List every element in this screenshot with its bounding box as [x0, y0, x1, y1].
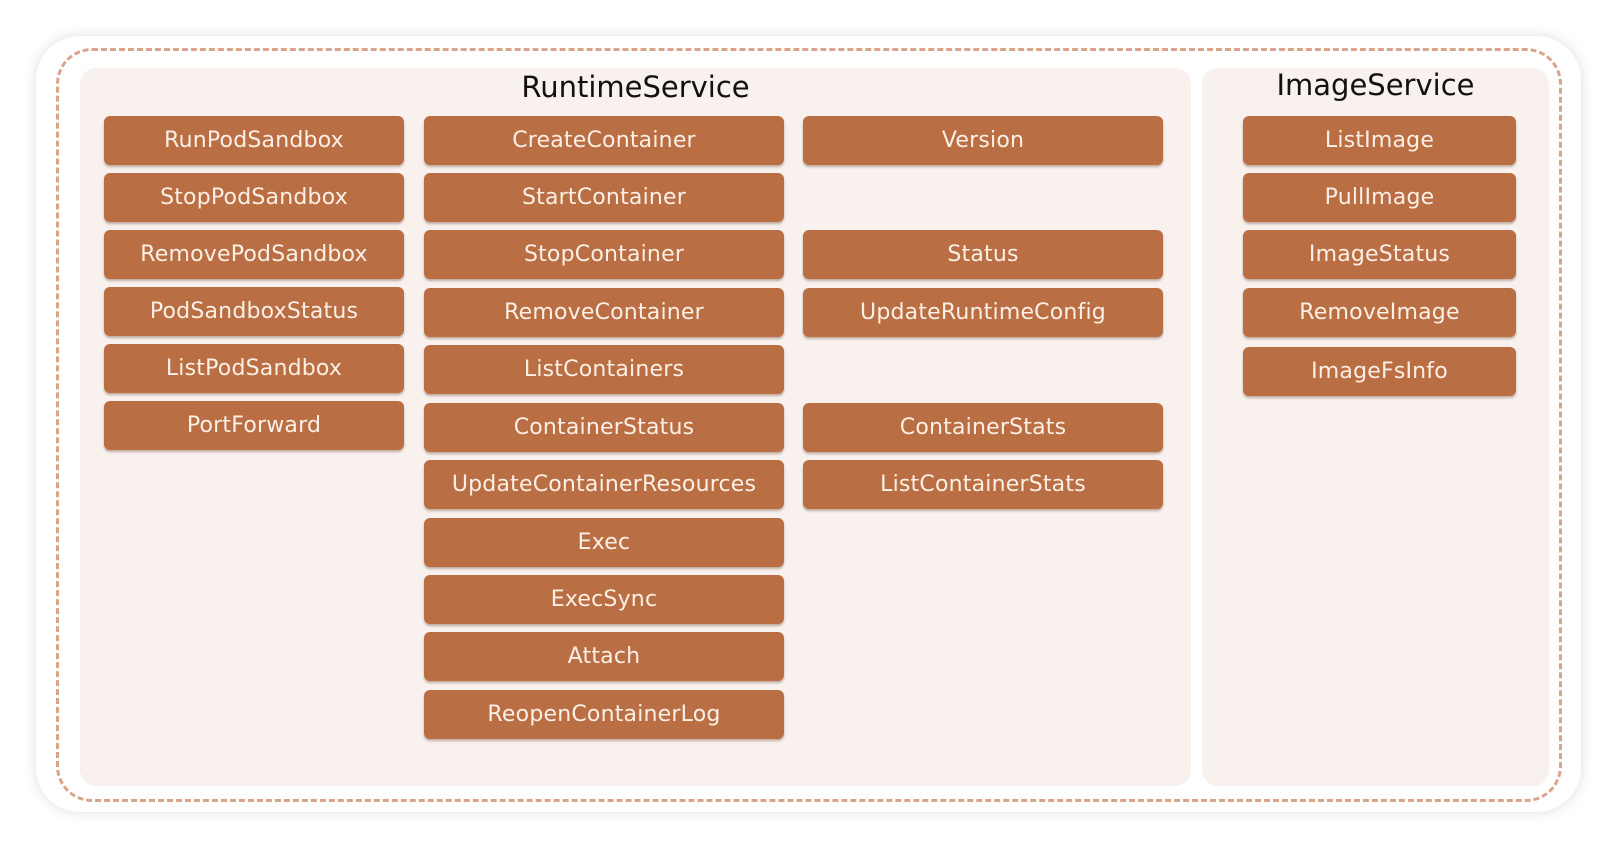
method-create-container: CreateContainer	[424, 116, 784, 165]
method-version: Version	[803, 116, 1163, 165]
method-list-container-stats: ListContainerStats	[803, 460, 1163, 509]
method-remove-container: RemoveContainer	[424, 288, 784, 337]
method-run-pod-sandbox: RunPodSandbox	[104, 116, 404, 165]
image-service-title: ImageService	[1276, 68, 1475, 102]
method-reopen-container-log: ReopenContainerLog	[424, 690, 784, 739]
method-remove-image: RemoveImage	[1243, 288, 1516, 337]
method-image-fs-info: ImageFsInfo	[1243, 347, 1516, 396]
method-remove-pod-sandbox: RemovePodSandbox	[104, 230, 404, 279]
method-list-image: ListImage	[1243, 116, 1516, 165]
method-list-pod-sandbox: ListPodSandbox	[104, 344, 404, 393]
method-update-runtime-config: UpdateRuntimeConfig	[803, 288, 1163, 337]
method-status: Status	[803, 230, 1163, 279]
runtime-service-title: RuntimeService	[521, 70, 750, 104]
method-exec-sync: ExecSync	[424, 575, 784, 624]
method-exec: Exec	[424, 518, 784, 567]
method-stop-container: StopContainer	[424, 230, 784, 279]
method-pod-sandbox-status: PodSandboxStatus	[104, 287, 404, 336]
method-port-forward: PortForward	[104, 401, 404, 450]
method-container-status: ContainerStatus	[424, 403, 784, 452]
method-stop-pod-sandbox: StopPodSandbox	[104, 173, 404, 222]
dashed-boundary	[56, 48, 1562, 802]
method-start-container: StartContainer	[424, 173, 784, 222]
method-attach: Attach	[424, 632, 784, 681]
method-pull-image: PullImage	[1243, 173, 1516, 222]
method-image-status: ImageStatus	[1243, 230, 1516, 279]
method-container-stats: ContainerStats	[803, 403, 1163, 452]
method-list-containers: ListContainers	[424, 345, 784, 394]
method-update-container-resources: UpdateContainerResources	[424, 460, 784, 509]
